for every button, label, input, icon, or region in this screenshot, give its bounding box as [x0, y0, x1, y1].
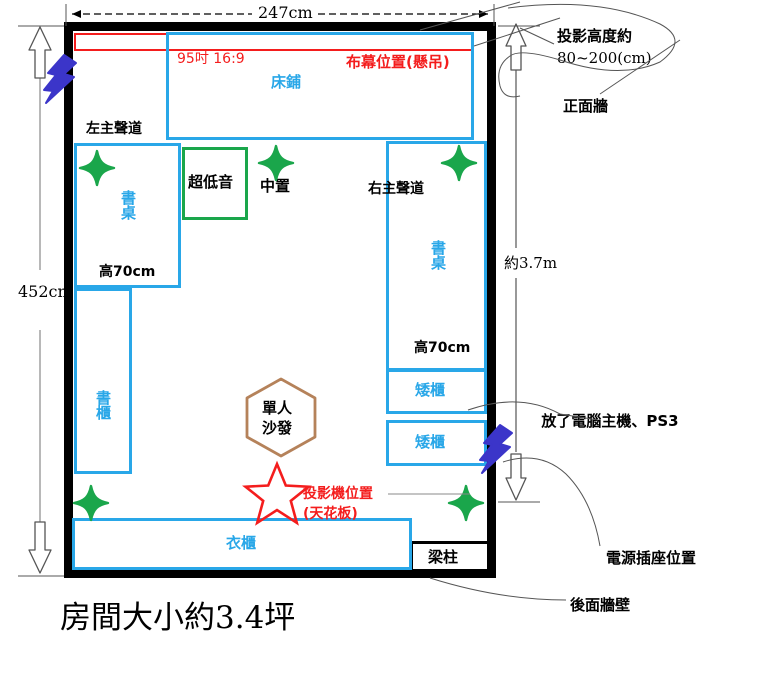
depth-dimension-label: 約3.7m — [504, 254, 558, 272]
height-dimension-arrows — [18, 25, 64, 577]
back-wall-annotation: 後面牆壁 — [570, 596, 631, 614]
projection-height-annotation-line2: 80~200(cm) — [557, 49, 652, 67]
desk-right-label: 書桌 — [429, 240, 447, 270]
height-dimension-label: 452cm — [18, 282, 73, 301]
wall-top — [64, 22, 496, 31]
projector-label-line1: 投影機位置 — [303, 486, 373, 502]
pillar-label: 梁柱 — [428, 548, 459, 566]
bookshelf-box — [74, 288, 132, 474]
speaker-marker-center — [257, 144, 295, 182]
power-outlet-annotation: 電源插座位置 — [606, 549, 697, 567]
subwoofer-box — [182, 147, 248, 220]
cabinet-top-label: 矮櫃 — [415, 381, 446, 399]
screen-size-label: 95吋 16:9 — [177, 51, 245, 67]
equipment-annotation: 放了電腦主機、PS3 — [541, 412, 679, 430]
desk-left-label: 書桌 — [119, 190, 137, 220]
left-main-speaker-label: 左主聲道 — [86, 121, 142, 137]
desk-left-box — [74, 143, 181, 288]
center-speaker-label: 中置 — [260, 177, 291, 195]
wardrobe-box — [72, 518, 412, 570]
cabinet-bottom-label: 矮櫃 — [415, 433, 446, 451]
wardrobe-label: 衣櫃 — [226, 534, 257, 552]
projection-height-annotation-line1: 投影高度約 — [557, 27, 633, 45]
sofa-label-line1: 單人 — [262, 399, 293, 417]
diagram-title: 房間大小約3.4坪 — [60, 600, 296, 636]
projector-position-star — [242, 460, 312, 526]
desk-left-height-label: 高70cm — [99, 264, 156, 280]
wall-left — [64, 22, 73, 578]
sofa-label-line2: 沙發 — [262, 419, 293, 437]
wall-bottom — [64, 569, 496, 578]
bookshelf-label: 書櫃 — [94, 390, 112, 420]
width-dimension-label: 247cm — [258, 3, 313, 22]
bed-label: 床鋪 — [271, 73, 302, 91]
sofa-hexagon — [245, 377, 317, 458]
subwoofer-label: 超低音 — [188, 173, 234, 191]
screen-position-label: 布幕位置(懸吊) — [346, 53, 450, 71]
bed-box — [166, 32, 474, 140]
cabinet-top-box — [386, 368, 487, 414]
speaker-marker-rear-right — [447, 484, 485, 522]
front-wall-annotation: 正面牆 — [563, 97, 609, 115]
power-outlet-leader — [502, 457, 601, 547]
speaker-marker-rear-left — [72, 484, 110, 522]
right-main-speaker-label: 右主聲道 — [368, 181, 424, 197]
wall-right — [487, 22, 496, 578]
projector-label-line2: (天花板) — [303, 506, 358, 522]
back-wall-leader — [429, 577, 567, 601]
desk-right-height-label: 高70cm — [414, 340, 471, 356]
projection-height-pointer — [519, 27, 555, 45]
